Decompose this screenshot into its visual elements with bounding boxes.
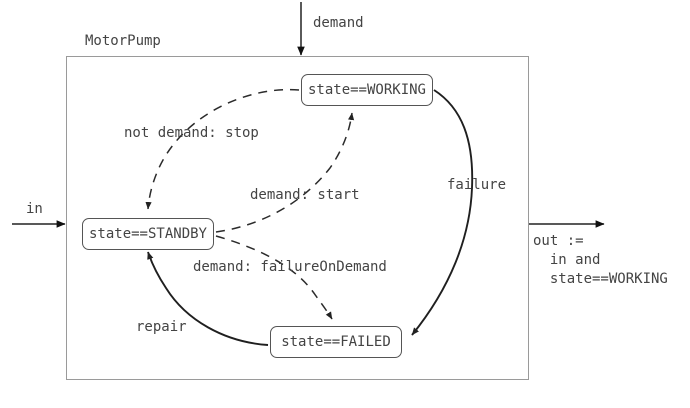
- out-expression-line-2: in and: [533, 252, 601, 268]
- state-node-standby-label: state==STANDBY: [88, 226, 207, 242]
- transition-label-stop: not demand: stop: [124, 125, 259, 141]
- out-expression-line-1: out :=: [533, 233, 584, 249]
- transition-start: [215, 112, 355, 233]
- transition-label-start: demand: start: [250, 187, 360, 203]
- state-node-working-label: state==WORKING: [307, 82, 426, 98]
- transition-failure: [411, 89, 474, 336]
- component-label: MotorPump: [85, 33, 161, 49]
- state-node-failed[interactable]: state==FAILED: [270, 326, 402, 358]
- transition-failure-on-demand: [215, 235, 333, 320]
- port-label-out: out := in and state==WORKING: [533, 232, 668, 289]
- state-node-working[interactable]: state==WORKING: [301, 74, 433, 106]
- state-node-standby[interactable]: state==STANDBY: [82, 218, 214, 250]
- transition-repair: [147, 251, 269, 346]
- transition-label-failure-on-demand: demand: failureOnDemand: [193, 259, 387, 275]
- port-label-in: in: [26, 201, 43, 217]
- transition-label-failure: failure: [447, 177, 507, 193]
- transition-label-repair: repair: [136, 319, 187, 335]
- component-container: [66, 56, 529, 380]
- out-expression-line-3: state==WORKING: [533, 271, 668, 287]
- port-label-demand: demand: [313, 15, 364, 31]
- transition-stop: [145, 88, 300, 210]
- state-node-failed-label: state==FAILED: [281, 334, 391, 350]
